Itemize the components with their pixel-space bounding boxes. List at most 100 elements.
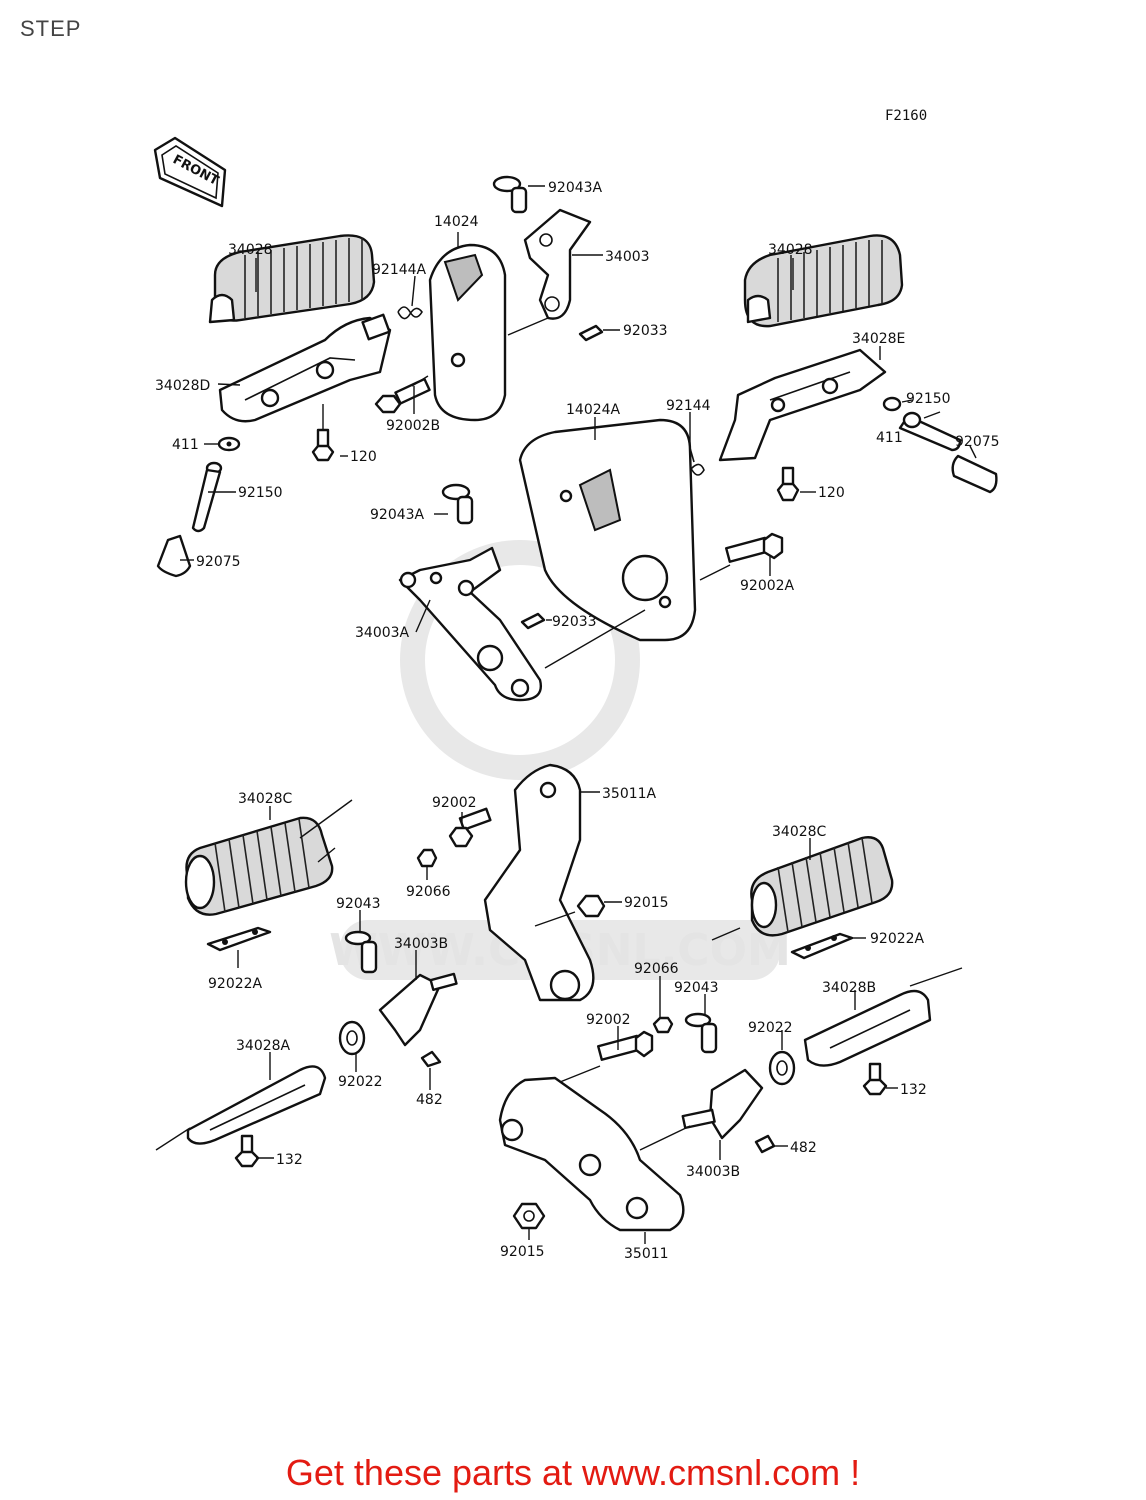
footpeg-plate-14024 <box>428 243 507 422</box>
label-34028C-left: 34028C <box>238 791 293 807</box>
pin-92043A-top <box>492 175 528 214</box>
spring-92144A <box>397 306 423 320</box>
part-labels: 92043A 14024 34003 34028 92144A 92033 34… <box>155 180 1000 1262</box>
bracket-35011A <box>483 763 595 1002</box>
grip-34028C-right <box>750 836 894 937</box>
bolt-132-left <box>234 1134 260 1168</box>
bolt-92002A <box>724 532 784 563</box>
label-411-left: 411 <box>172 437 199 453</box>
bracket-34003B-left <box>378 972 458 1047</box>
label-34028-left: 34028 <box>228 242 273 258</box>
bolt-92002-bottom <box>596 1030 654 1061</box>
washer-92022-right <box>768 1050 796 1086</box>
bracket-34003A <box>398 546 542 702</box>
label-92022-right: 92022 <box>748 1020 793 1036</box>
label-92043A-top: 92043A <box>548 180 603 196</box>
label-92066-left: 92066 <box>406 884 451 900</box>
bracket-34003 <box>523 208 592 320</box>
label-34028B: 34028B <box>822 980 876 996</box>
label-34003A: 34003A <box>355 625 410 641</box>
plate-92022A-right <box>790 932 854 960</box>
figure-code: F2160 <box>885 108 927 124</box>
label-92150-right: 92150 <box>906 391 951 407</box>
washer-411-right <box>882 396 902 412</box>
label-92075-right: 92075 <box>955 434 1000 450</box>
front-arrow-icon: FRONT <box>153 136 227 208</box>
washer-411-left <box>217 436 241 452</box>
label-34028A: 34028A <box>236 1038 291 1054</box>
label-92033-mid: 92033 <box>552 614 597 630</box>
label-92150-left: 92150 <box>238 485 283 501</box>
label-92022A-right: 92022A <box>870 931 925 947</box>
label-482-left: 482 <box>416 1092 443 1108</box>
label-411-right: 411 <box>876 430 903 446</box>
footer-promo-link[interactable]: Get these parts at www.cmsnl.com ! <box>285 1452 861 1493</box>
footpeg-34028E <box>718 348 887 462</box>
bolt-132-right <box>862 1062 888 1096</box>
label-92043-right: 92043 <box>674 980 719 996</box>
label-34028E: 34028E <box>852 331 905 347</box>
washer-92022-left <box>338 1020 366 1056</box>
footpeg-34028B <box>803 989 932 1067</box>
label-35011A: 35011A <box>602 786 657 802</box>
pin-92043-left <box>344 930 378 974</box>
label-92015-bottom: 92015 <box>500 1244 545 1260</box>
grip-34028C-left <box>184 816 334 916</box>
pin-92043-right <box>684 1012 718 1054</box>
footpeg-plate-14024A <box>518 418 697 642</box>
label-34003B-right: 34003B <box>686 1164 740 1180</box>
label-482-right: 482 <box>790 1140 817 1156</box>
label-92022A-left: 92022A <box>208 976 263 992</box>
nut-92015-bottom <box>512 1202 546 1230</box>
bolt-120-right <box>776 466 800 502</box>
label-120-left: 120 <box>350 449 377 465</box>
label-92015-right: 92015 <box>624 895 669 911</box>
label-120-right: 120 <box>818 485 845 501</box>
label-92075-left: 92075 <box>196 554 241 570</box>
collar-92066-left <box>416 848 438 868</box>
nut-92015-right <box>576 894 606 918</box>
label-92043-left: 92043 <box>336 896 381 912</box>
pin-92150-left <box>191 461 223 533</box>
plate-92022A-left <box>206 926 272 952</box>
cap-92075-right <box>951 454 998 494</box>
bracket-34003B-right <box>681 1068 764 1140</box>
label-92144A: 92144A <box>372 262 427 278</box>
label-35011: 35011 <box>624 1246 669 1262</box>
page-title: STEP <box>20 16 82 41</box>
label-34003B-left: 34003B <box>394 936 448 952</box>
label-92033-top: 92033 <box>623 323 668 339</box>
clip-92033-top <box>578 324 604 342</box>
bracket-35011 <box>498 1076 685 1232</box>
footpeg-34028A <box>186 1065 327 1145</box>
label-92002B: 92002B <box>386 418 440 434</box>
label-92002A: 92002A <box>740 578 795 594</box>
grip-34028-right <box>743 234 904 328</box>
clip-92033-mid <box>520 612 546 630</box>
label-34028-right: 34028 <box>768 242 813 258</box>
label-92022-left: 92022 <box>338 1074 383 1090</box>
label-34003: 34003 <box>605 249 650 265</box>
clip-482-left <box>420 1050 442 1068</box>
cap-92075-left <box>156 534 192 578</box>
leader-lines <box>155 185 977 1244</box>
label-92002-bottom: 92002 <box>586 1012 631 1028</box>
label-92144: 92144 <box>666 398 711 414</box>
bolt-120-left <box>311 428 335 462</box>
bolt-92002B <box>374 377 431 414</box>
bolt-92002-top <box>448 807 492 848</box>
label-132-right: 132 <box>900 1082 927 1098</box>
clip-482-right <box>754 1134 776 1154</box>
label-92043A-mid: 92043A <box>370 507 425 523</box>
label-92002-top: 92002 <box>432 795 477 811</box>
label-14024A: 14024A <box>566 402 621 418</box>
pin-92043A-mid <box>441 483 474 525</box>
label-92066-mid: 92066 <box>634 961 679 977</box>
grip-34028-left <box>208 234 376 324</box>
label-14024: 14024 <box>434 214 479 230</box>
pin-92150-right <box>898 411 962 452</box>
collar-92066-mid <box>652 1016 674 1034</box>
label-132-left: 132 <box>276 1152 303 1168</box>
footpeg-34028D <box>218 313 392 423</box>
